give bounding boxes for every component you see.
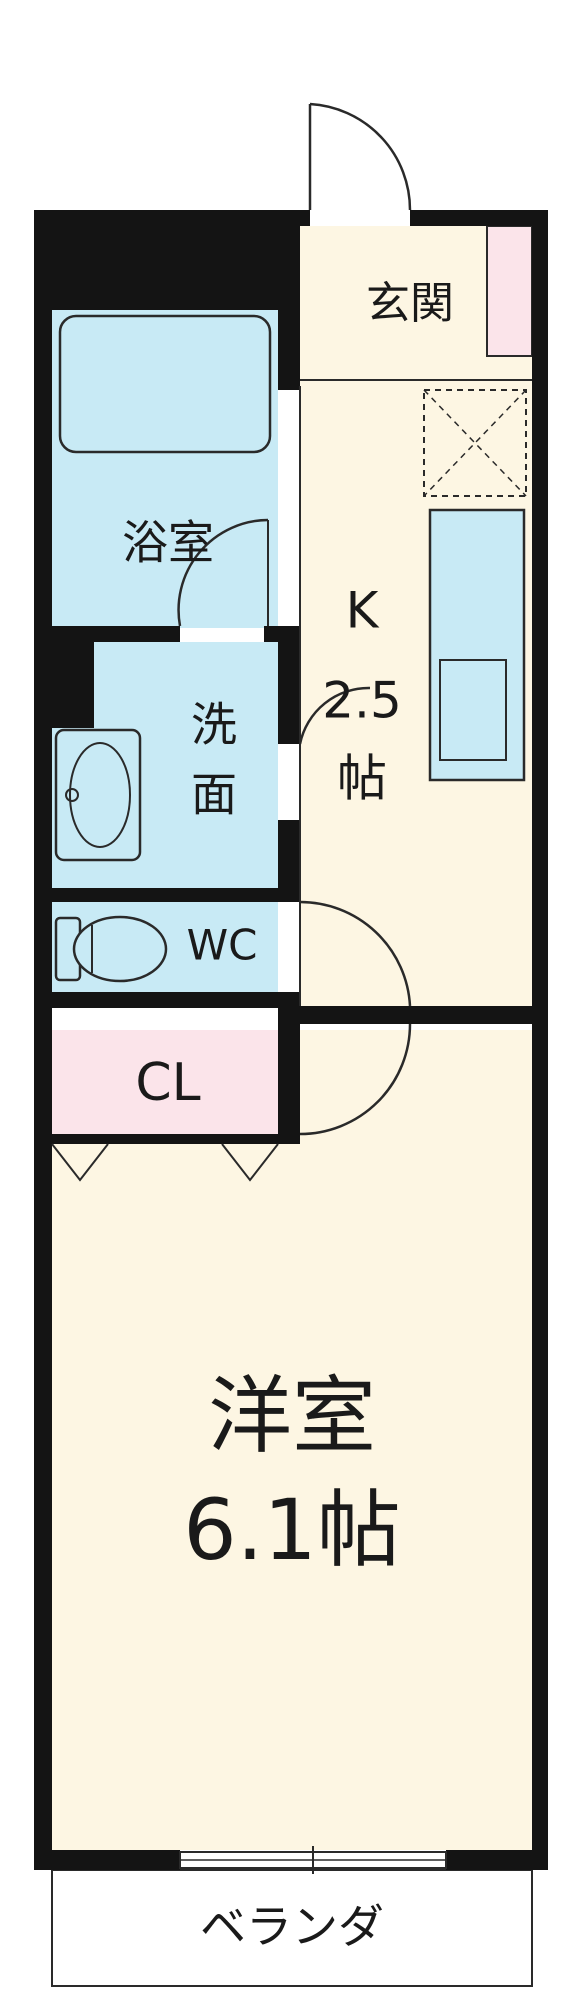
washbasin-drain (65, 788, 79, 802)
closet-door-right (221, 1143, 279, 1182)
wall-bath-wash-divider (34, 626, 180, 642)
wall-top-entrance (300, 210, 310, 226)
fridge-space-cross-1 (423, 389, 527, 497)
wall-top-left-block (34, 210, 300, 310)
wall-top-right (410, 210, 548, 226)
label-veranda: ベランダ (200, 1900, 384, 1954)
fridge-space-cross-2 (423, 389, 527, 497)
kitchen-counter (428, 508, 526, 782)
label-western-2: 6.1帖 (183, 1481, 401, 1579)
room-western-floor (52, 1030, 532, 1850)
wall-closet-bottom (34, 1134, 300, 1144)
label-kitchen-2: 2.5 (322, 672, 402, 730)
closet-door-left (51, 1143, 109, 1182)
wall-toilet-bottom (34, 992, 300, 1008)
label-entrance: 玄関 (366, 278, 454, 329)
shoe-cabinet (486, 225, 533, 357)
wall-left (34, 210, 52, 1870)
label-kitchen-3: 帖 (337, 750, 387, 808)
label-closet: CL (135, 1053, 200, 1113)
wall-right (532, 210, 548, 1870)
room-closet-overlay (52, 1030, 278, 1142)
label-washroom-2: 面 (191, 768, 237, 822)
wall-washroom-right-lower (278, 820, 300, 902)
wall-closet-right (278, 1008, 300, 1142)
kitchen-sink (439, 659, 507, 761)
toilet-door-swing (299, 900, 412, 1007)
washbasin-bowl (69, 742, 131, 848)
label-washroom-1: 洗 (191, 698, 237, 752)
toilet-bowl (72, 915, 168, 983)
wall-washroom-left-block (34, 642, 94, 728)
room-veranda-floor (51, 1869, 533, 1987)
label-kitchen-1: K (346, 582, 380, 640)
wall-kitchen-bottom-right (300, 1006, 548, 1024)
bathtub (58, 314, 272, 454)
bathroom-door-swing (177, 518, 269, 627)
wall-bottom-right (446, 1850, 548, 1870)
washbasin (54, 728, 142, 862)
washroom-door-swing (298, 686, 371, 745)
wall-wet-area-right (278, 310, 300, 390)
entrance-door-swing (309, 102, 412, 211)
western-door-swing (299, 1023, 412, 1136)
wall-bath-wash-divider-right (264, 626, 300, 642)
label-toilet: WC (187, 921, 258, 970)
wall-washroom-right (278, 642, 300, 744)
label-bathroom: 浴室 (122, 516, 214, 570)
label-western-1: 洋室 (208, 1367, 376, 1465)
wall-bottom-left (34, 1850, 180, 1870)
wall-wash-toilet-divider (34, 888, 300, 902)
fridge-space (423, 389, 527, 497)
